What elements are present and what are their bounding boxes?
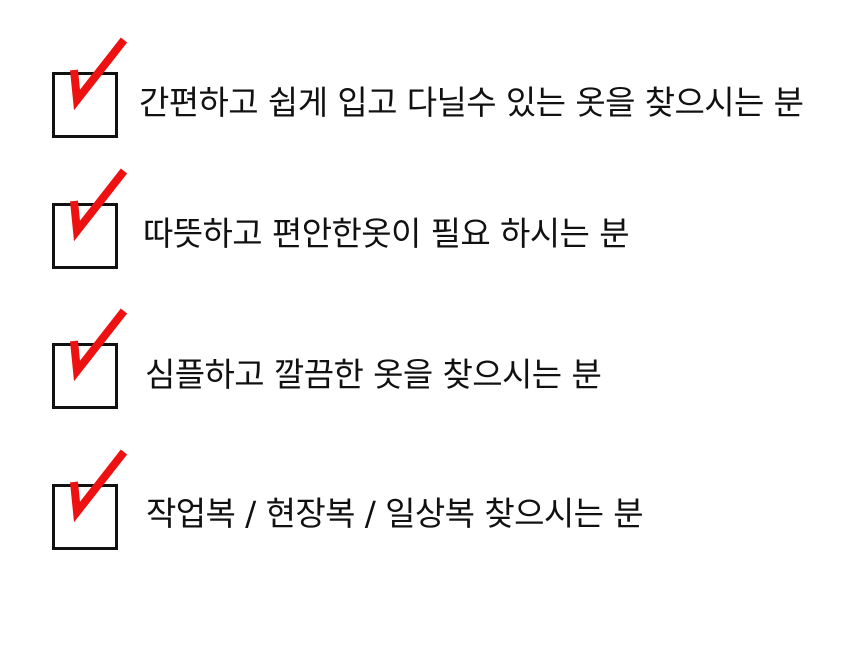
checkbox[interactable] [52, 203, 118, 269]
checkmark-icon [70, 308, 128, 382]
checklist-item: 작업복 / 현장복 / 일상복 찾으시는 분 [0, 0, 860, 550]
checkbox[interactable] [52, 484, 118, 550]
checklist-item: 따뜻하고 편안한옷이 필요 하시는 분 [0, 0, 860, 269]
checklist-item: 심플하고 깔끔한 옷을 찾으시는 분 [0, 0, 860, 409]
checkmark-icon [70, 449, 128, 523]
checkbox[interactable] [52, 72, 118, 138]
checkmark-icon [70, 37, 128, 111]
checklist-item: 간편하고 쉽게 입고 다닐수 있는 옷을 찾으시는 분 [0, 0, 860, 138]
checklist-item-label: 심플하고 깔끔한 옷을 찾으시는 분 [145, 355, 602, 394]
checkbox[interactable] [52, 343, 118, 409]
checklist-item-label: 따뜻하고 편안한옷이 필요 하시는 분 [143, 214, 630, 253]
checklist-item-label: 간편하고 쉽게 입고 다닐수 있는 옷을 찾으시는 분 [139, 83, 804, 122]
checklist-item-label: 작업복 / 현장복 / 일상복 찾으시는 분 [146, 494, 644, 533]
checkmark-icon [70, 168, 128, 242]
